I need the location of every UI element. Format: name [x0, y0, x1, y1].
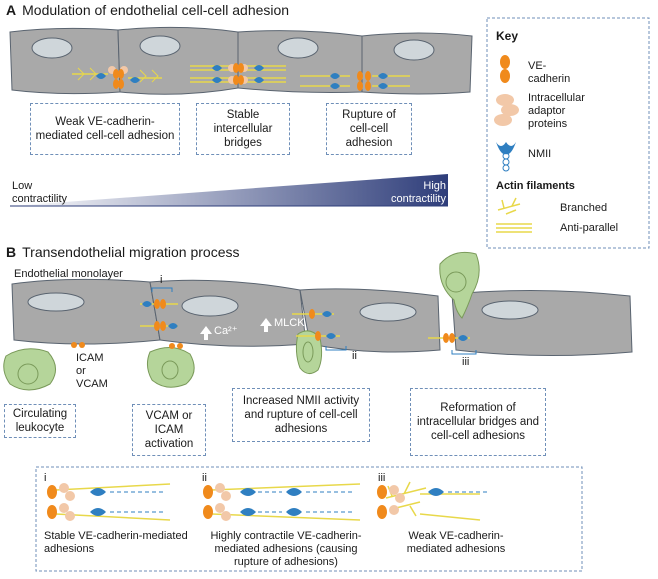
- marker-ii: ii: [352, 350, 357, 362]
- key-anti-parallel: Anti-parallel: [560, 222, 619, 234]
- leukocytes: [3, 251, 480, 391]
- arrow-up-icon: [260, 318, 272, 332]
- anti-parallel-actin-icon: [496, 223, 532, 233]
- panel-a-cells: [9, 26, 473, 95]
- endothelial-cell: [11, 278, 161, 345]
- nucleus: [27, 292, 85, 312]
- junction-weak: [72, 66, 162, 89]
- leukocyte-migrated: [439, 251, 480, 319]
- marker-bracket-i: [151, 287, 173, 292]
- endothelial-cell: [117, 26, 239, 95]
- nucleus: [481, 300, 539, 320]
- contractility-gradient: [10, 174, 448, 206]
- panel-b-title-text: Transendothelial migration process: [22, 244, 240, 260]
- adaptor-icon: [494, 94, 519, 126]
- nucleus: [359, 302, 417, 322]
- endothelial-cell: [9, 27, 121, 95]
- detail-ii-graphic: [203, 483, 361, 521]
- key-box: [486, 17, 650, 249]
- junction-rupture: [300, 71, 410, 91]
- key-nmii: NMII: [528, 148, 552, 160]
- detail-iii-graphic: [377, 481, 488, 521]
- endothelial-cell: [451, 289, 633, 357]
- panel-b-junctions: [140, 299, 470, 343]
- nucleus: [277, 37, 319, 59]
- leukocyte-adhering: [146, 347, 195, 388]
- leukocyte-circulating: [3, 348, 56, 391]
- panel-b-letter: B: [6, 244, 17, 260]
- detail-caption-ii: Highly contractile VE-cadherin-mediated …: [210, 530, 362, 568]
- nmii-icon: [496, 142, 516, 172]
- junction-stable: [190, 63, 286, 85]
- ve-cadherin-icon: [500, 55, 510, 69]
- calcium-label: Ca²⁺: [214, 325, 238, 337]
- low-contractility-label: Low contractility: [12, 180, 68, 205]
- box-vcam-activation: VCAM or ICAM activation: [132, 404, 206, 456]
- leukocyte-transmigrating: [295, 330, 323, 374]
- box-increased-nmii: Increased NMII activity and rupture of c…: [232, 388, 370, 442]
- key-branched: Branched: [560, 202, 608, 214]
- marker-bracket-ii: [325, 346, 347, 351]
- nucleus: [181, 295, 239, 317]
- detail-box: [35, 466, 583, 572]
- detail-numeral-iii: iii: [378, 472, 386, 484]
- key-title: Key: [496, 29, 519, 43]
- detail-caption-i: Stable VE-cadherin-mediated adhesions: [44, 530, 188, 555]
- detail-caption-iii: Weak VE-cadherin-mediated adhesions: [406, 530, 506, 555]
- panel-b-monolayer: [11, 278, 633, 357]
- marker-iii: iii: [462, 356, 470, 368]
- endothelial-cell: [361, 32, 473, 95]
- monolayer-label: Endothelial monolayer: [14, 268, 123, 280]
- nucleus: [31, 37, 73, 59]
- marker-bracket-iii: [451, 350, 477, 355]
- arrow-up-icon: [200, 326, 212, 340]
- branched-actin-icon: [497, 197, 521, 215]
- icam-vcam-label: ICAM or VCAM: [76, 352, 108, 390]
- nucleus: [139, 35, 181, 57]
- high-contractility-label: High contractility: [390, 180, 446, 205]
- key-actin-title: Actin filaments: [496, 180, 575, 192]
- mlck-label: MLCK: [274, 317, 305, 329]
- key-adaptor: Intracellular adaptor proteins: [528, 92, 585, 130]
- panel-a-letter: A: [6, 2, 17, 18]
- box-rupture: Rupture of cell-cell adhesion: [326, 103, 412, 155]
- detail-numeral-i: i: [44, 472, 47, 484]
- box-circulating-leukocyte: Circulating leukocyte: [4, 404, 76, 438]
- panel-a-title-text: Modulation of endothelial cell-cell adhe…: [22, 2, 290, 18]
- nucleus: [393, 39, 435, 61]
- box-weak-adhesion: Weak VE-cadherin-mediated cell-cell adhe…: [30, 103, 180, 155]
- panel-b-title: B Transendothelial migration process: [6, 244, 240, 260]
- box-stable-bridges: Stable intercellular bridges: [196, 103, 290, 155]
- panel-a-title: A Modulation of endothelial cell-cell adh…: [6, 2, 289, 18]
- detail-i-graphic: [47, 483, 171, 521]
- detail-numeral-ii: ii: [202, 472, 207, 484]
- box-reformation: Reformation of intracellular bridges and…: [410, 388, 546, 456]
- marker-i: i: [160, 274, 163, 286]
- key-ve-cadherin: VE-cadherin: [528, 60, 571, 85]
